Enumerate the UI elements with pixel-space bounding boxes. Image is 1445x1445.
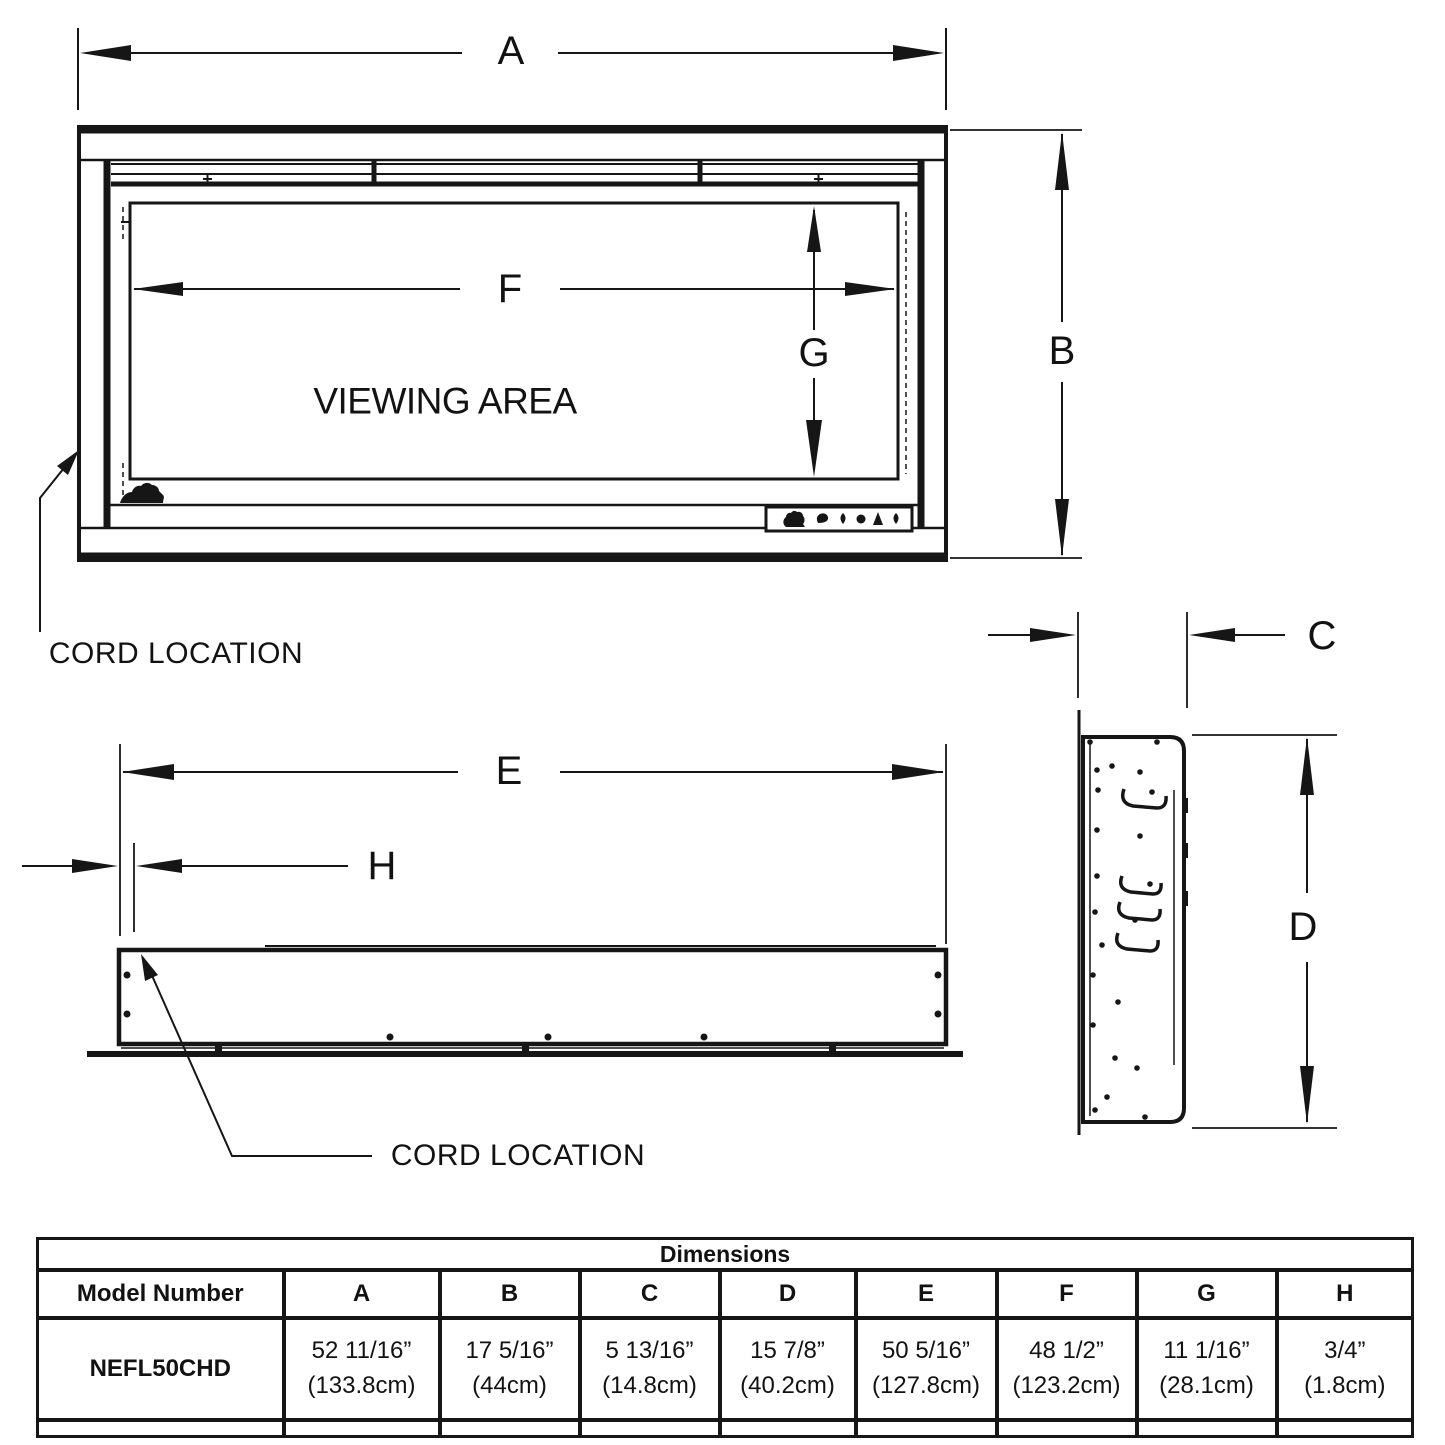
value-inches: 11 1/16” xyxy=(1163,1337,1250,1365)
value-metric: (44cm) xyxy=(472,1372,547,1399)
cord-location-label-top: CORD LOCATION xyxy=(390,1139,646,1172)
value-inches: 48 1/2” xyxy=(1029,1337,1104,1365)
panel-icon-2 xyxy=(840,513,846,524)
value-cell-c: 5 13/16” (14.8cm) xyxy=(577,1318,720,1422)
viewing-area-label: VIEWING AREA xyxy=(313,380,577,422)
dim-label-f: F xyxy=(497,267,523,311)
dim-label-d: D xyxy=(1288,905,1318,949)
value-metric: (127.8cm) xyxy=(871,1372,981,1399)
dimension-d-lines xyxy=(1192,734,1337,1129)
cord-location-leader-top xyxy=(141,954,372,1157)
side-view-screws xyxy=(1087,739,1160,1120)
value-inches: 50 5/16” xyxy=(881,1337,971,1365)
panel-icon-5 xyxy=(893,513,899,524)
dimensions-table: Dimensions Model Number A B C D E F G H … xyxy=(36,1237,1415,1438)
value-inches: 3/4” xyxy=(1324,1337,1366,1365)
panel-icon-1 xyxy=(816,513,829,523)
col-header-e: E xyxy=(853,1270,997,1320)
dimension-h-lines xyxy=(22,843,348,932)
dim-label-g: G xyxy=(798,331,830,375)
dimension-e-lines xyxy=(119,744,947,944)
side-view-drawing xyxy=(1077,710,1188,1135)
col-header-c: C xyxy=(577,1270,720,1320)
value-metric: (40.2cm) xyxy=(740,1372,835,1399)
dim-label-b: B xyxy=(1048,329,1076,373)
control-panel xyxy=(764,505,914,533)
value-cell-d: 15 7/8” (40.2cm) xyxy=(717,1318,856,1422)
col-header-h: H xyxy=(1274,1270,1413,1320)
table-header-row: Model Number A B C D E F G H xyxy=(37,1270,1413,1320)
value-cell-h: 3/4” (1.8cm) xyxy=(1274,1318,1413,1422)
panel-icon-4 xyxy=(873,512,883,525)
dim-label-a: A xyxy=(497,29,525,73)
value-cell-f: 48 1/2” (123.2cm) xyxy=(994,1318,1137,1422)
value-cell-b: 17 5/16” (44cm) xyxy=(437,1318,580,1422)
col-header-model: Model Number xyxy=(37,1270,284,1320)
dim-label-c: C xyxy=(1307,614,1337,658)
dim-label-e: E xyxy=(495,749,523,793)
value-inches: 52 11/16” xyxy=(311,1337,412,1365)
value-metric: (28.1cm) xyxy=(1159,1372,1254,1399)
col-header-g: G xyxy=(1134,1270,1277,1320)
col-header-b: B xyxy=(437,1270,580,1320)
dimension-b-lines xyxy=(950,129,1082,559)
value-inches: 17 5/16” xyxy=(465,1337,554,1365)
value-inches: 5 13/16” xyxy=(605,1337,694,1365)
value-metric: (133.8cm) xyxy=(307,1372,416,1399)
dimension-f-lines xyxy=(133,282,895,296)
dimension-a-lines xyxy=(77,28,947,110)
value-cell-g: 11 1/16” (28.1cm) xyxy=(1134,1318,1277,1422)
top-view-drawing xyxy=(87,945,963,1057)
dim-label-h: H xyxy=(367,844,397,888)
table-title: Dimensions xyxy=(37,1238,1413,1272)
col-header-f: F xyxy=(994,1270,1137,1320)
table-bottom-margin xyxy=(38,1420,1413,1437)
vent-screw-marks xyxy=(203,175,823,184)
brand-logo xyxy=(120,482,164,503)
front-view-drawing xyxy=(77,125,948,562)
dimension-g-lines xyxy=(806,206,822,477)
value-cell-a: 52 11/16” (133.8cm) xyxy=(281,1318,440,1422)
top-view-screws xyxy=(123,971,942,1041)
dimension-c-lines xyxy=(988,612,1285,708)
value-cell-e: 50 5/16” (127.8cm) xyxy=(853,1318,997,1422)
panel-flame-icon xyxy=(783,510,805,527)
model-number-cell: NEFL50CHD xyxy=(37,1318,284,1422)
value-metric: (1.8cm) xyxy=(1304,1372,1386,1399)
value-metric: (123.2cm) xyxy=(1012,1372,1121,1399)
cord-location-leader-front xyxy=(39,450,79,632)
col-header-a: A xyxy=(281,1270,440,1320)
side-vent-louvers xyxy=(1114,788,1168,953)
value-inches: 15 7/8” xyxy=(750,1337,825,1365)
col-header-d: D xyxy=(717,1270,856,1320)
table-row: NEFL50CHD 52 11/16” (133.8cm) 17 5/16” (… xyxy=(37,1318,1413,1422)
cord-location-label-front: CORD LOCATION xyxy=(48,637,304,670)
value-metric: (14.8cm) xyxy=(602,1372,697,1399)
